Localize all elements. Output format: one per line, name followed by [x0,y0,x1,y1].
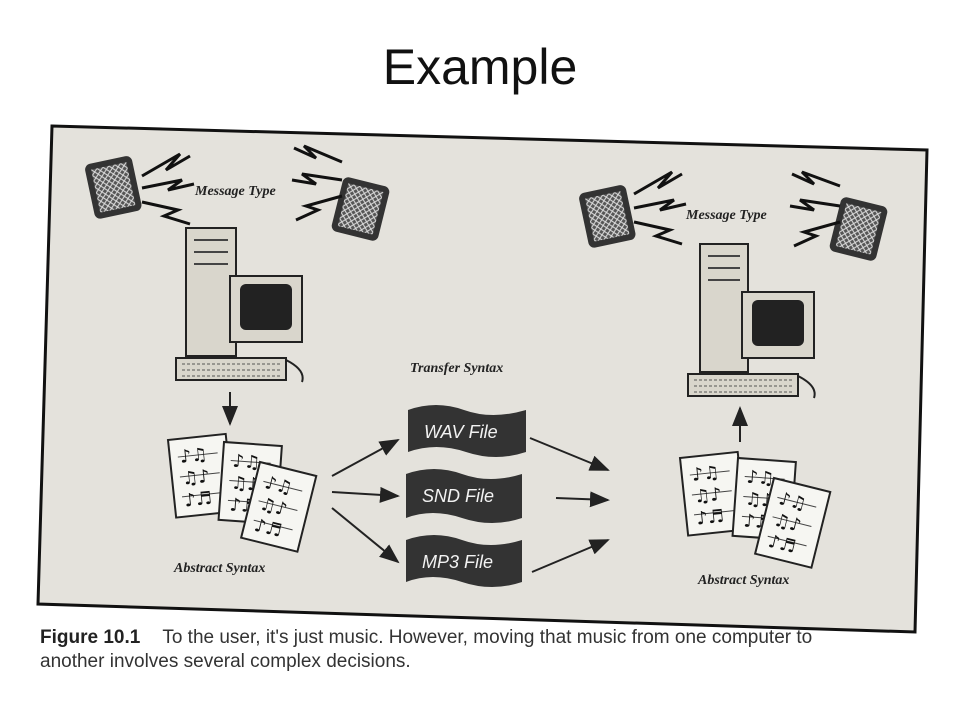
file-label-snd: SND File [422,486,494,506]
transfer-syntax-label: Transfer Syntax [410,361,503,376]
file-banner-wav: WAV File [408,405,526,457]
arrow-from-mp3 [531,539,610,573]
file-banner-snd: SND File [406,469,522,523]
arrow-from-snd [555,491,610,508]
left-abstract-syntax-label: Abstract Syntax [173,561,265,576]
file-label-mp3: MP3 File [422,552,493,572]
arrow-to-wav [331,439,400,477]
sound-wave-icon [141,152,195,226]
computer-icon [687,243,816,399]
caption-text: To the user, it's just music. However, m… [40,627,813,672]
sound-wave-icon [633,170,687,246]
arrow-to-snd [331,486,400,503]
right-message-type-label: Message Type [685,208,767,223]
sound-wave-icon [789,170,841,248]
arrow-to-mp3 [331,507,400,564]
arrow-from-wav [529,437,610,471]
sound-wave-icon [291,144,343,222]
right-abstract-syntax-label: Abstract Syntax [697,573,789,588]
file-banner-mp3: MP3 File [406,535,522,587]
computer-icon [175,227,304,383]
figure-number: Figure 10.1 [40,627,141,648]
file-label-wav: WAV File [424,422,498,442]
slide-title: Example [382,39,578,95]
left-message-type-label: Message Type [194,184,276,199]
